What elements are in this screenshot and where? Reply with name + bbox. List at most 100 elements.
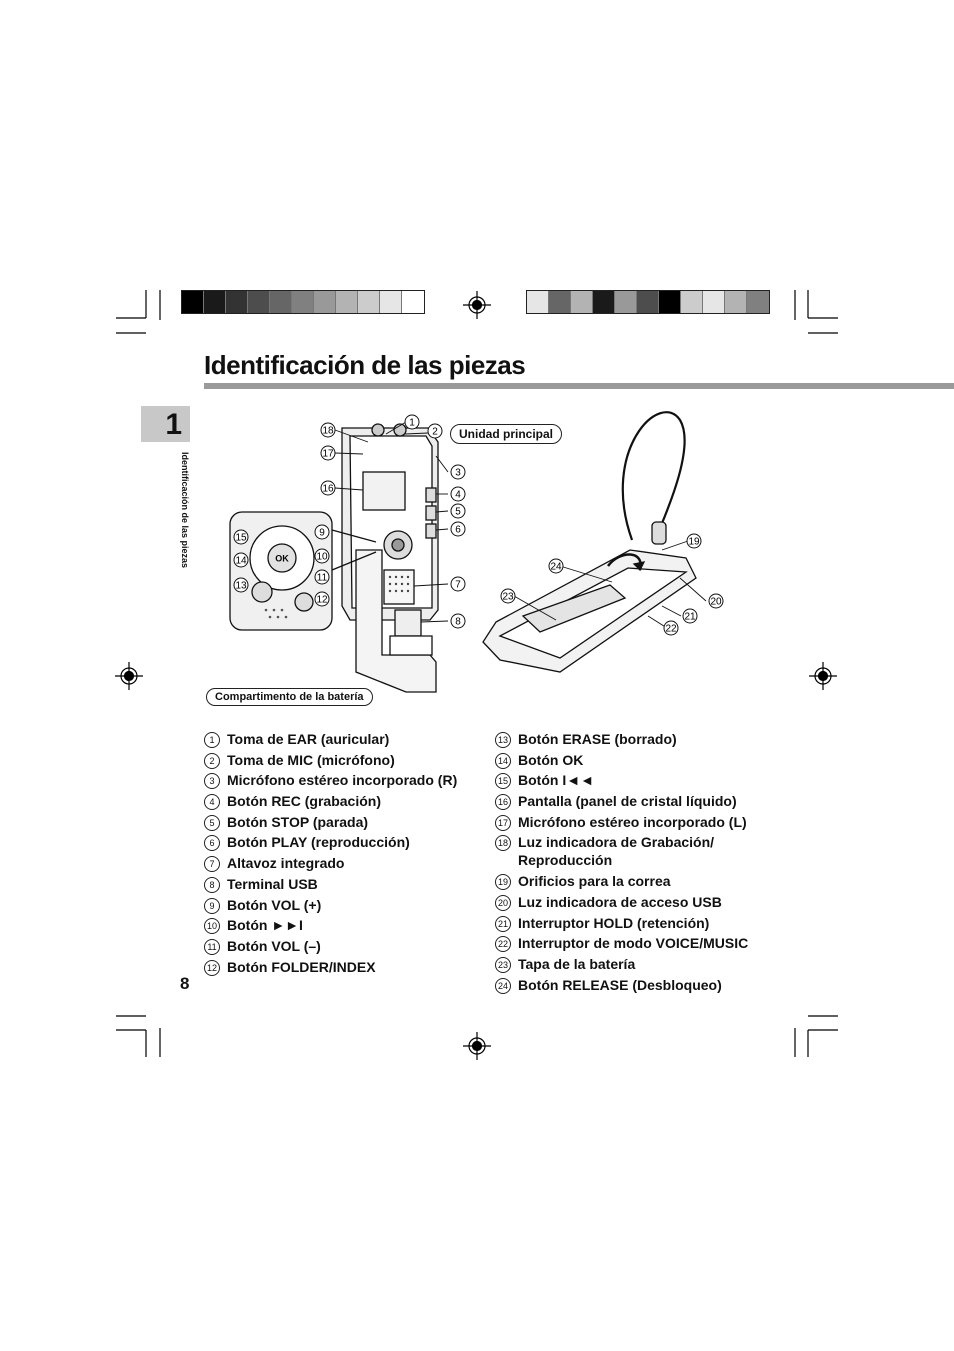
ok-button-label: OK <box>275 554 289 564</box>
part-label: Orificios para la correa <box>518 873 671 890</box>
color-swatch <box>204 291 226 313</box>
part-label: Interruptor HOLD (retención) <box>518 914 710 931</box>
fig-label-15: 15 <box>233 529 249 545</box>
svg-text:23: 23 <box>502 592 514 603</box>
part-number: 8 <box>204 876 220 893</box>
color-swatch <box>182 291 204 313</box>
fig-label-7: 7 <box>450 576 466 592</box>
svg-text:24: 24 <box>550 562 562 573</box>
color-swatch <box>402 291 424 313</box>
part-number: 4 <box>204 794 220 811</box>
part-label: Botón RELEASE (Desbloqueo) <box>518 976 722 993</box>
part-label: Micrófono estéreo incorporado (R) <box>227 772 458 789</box>
color-swatch <box>725 291 747 313</box>
part-number: 23 <box>495 956 511 973</box>
part-number: 21 <box>495 915 511 932</box>
device-illustration: 1 2 3 4 5 6 7 8 9 10 11 12 13 14 15 16 1… <box>229 411 724 693</box>
color-swatch <box>549 291 571 313</box>
color-swatch <box>226 291 248 313</box>
fig-label-11: 11 <box>314 569 330 585</box>
part-number: 19 <box>495 874 511 891</box>
color-swatch <box>571 291 593 313</box>
strap-shape <box>621 411 686 541</box>
fig-label-1: 1 <box>404 414 420 430</box>
fig-label-19: 19 <box>686 533 702 549</box>
part-list-item: 17 Micrófono estéreo incorporado (L) <box>495 813 755 831</box>
svg-text:16: 16 <box>322 484 334 495</box>
part-label: Tapa de la batería <box>518 955 636 972</box>
part-label: Botón FOLDER/INDEX <box>227 958 376 975</box>
color-swatch <box>248 291 270 313</box>
callout-main-unit: Unidad principal <box>450 424 563 444</box>
color-swatch <box>747 291 769 313</box>
svg-text:15: 15 <box>235 533 247 544</box>
fig-label-20: 20 <box>708 593 724 609</box>
part-number: 22 <box>495 936 511 953</box>
page-number: 8 <box>180 974 190 993</box>
part-number: 24 <box>495 977 511 994</box>
part-number: 1 <box>204 732 220 748</box>
callout-battery-compartment: Compartimento de la batería <box>206 688 373 706</box>
part-list-item: 10 Botón ►►I <box>204 916 494 935</box>
part-number: 2 <box>204 752 220 769</box>
color-bar-left <box>181 290 425 314</box>
color-swatch <box>681 291 703 313</box>
part-label: Botón ERASE (borrado) <box>518 731 677 747</box>
part-label: Botón ►►I <box>227 917 303 934</box>
part-number: 16 <box>495 794 511 811</box>
color-swatch <box>270 291 292 313</box>
chapter-tab: 1 <box>141 406 190 442</box>
part-number: 17 <box>495 814 511 831</box>
color-swatch <box>336 291 358 313</box>
fig-label-6: 6 <box>450 521 466 537</box>
fig-label-17: 17 <box>320 445 336 461</box>
fig-label-10: 10 <box>314 548 330 564</box>
part-label: Botón VOL (–) <box>227 937 321 954</box>
fig-label-23: 23 <box>500 588 516 604</box>
color-swatch <box>292 291 314 313</box>
part-number: 10 <box>204 918 220 935</box>
side-section-label: Identificación de las piezas <box>180 452 190 569</box>
fig-label-21: 21 <box>682 608 698 624</box>
part-list-item: 23 Tapa de la batería <box>495 955 755 973</box>
fig-label-4: 4 <box>450 486 466 502</box>
svg-text:14: 14 <box>235 556 247 567</box>
color-swatch <box>615 291 637 313</box>
parts-figure: 1 2 3 4 5 6 7 8 9 10 11 12 13 14 15 16 1… <box>200 410 760 710</box>
fig-label-5: 5 <box>450 503 466 519</box>
svg-text:10: 10 <box>316 552 328 563</box>
part-number: 20 <box>495 894 511 911</box>
color-swatch <box>637 291 659 313</box>
part-list-item: 19 Orificios para la correa <box>495 872 755 891</box>
fig-label-18: 18 <box>320 422 336 438</box>
color-swatch <box>527 291 549 313</box>
fig-label-22: 22 <box>663 620 679 636</box>
color-swatch <box>380 291 402 313</box>
part-label: Botón I◄◄ <box>518 772 594 789</box>
part-number: 7 <box>204 856 220 873</box>
part-label: Micrófono estéreo incorporado (L) <box>518 813 747 830</box>
svg-text:11: 11 <box>317 573 328 584</box>
fig-label-8: 8 <box>450 613 466 629</box>
fig-label-2: 2 <box>427 423 443 439</box>
part-label: Altavoz integrado <box>227 855 345 872</box>
part-list-item: 21 Interruptor HOLD (retención) <box>495 914 755 932</box>
color-swatch <box>358 291 380 313</box>
part-number: 14 <box>495 752 511 769</box>
svg-text:4: 4 <box>455 490 461 501</box>
svg-text:19: 19 <box>688 537 700 548</box>
part-label: Luz indicadora de acceso USB <box>518 893 722 910</box>
page-title: Identificación de las piezas <box>204 350 526 380</box>
title-rule <box>204 383 954 389</box>
